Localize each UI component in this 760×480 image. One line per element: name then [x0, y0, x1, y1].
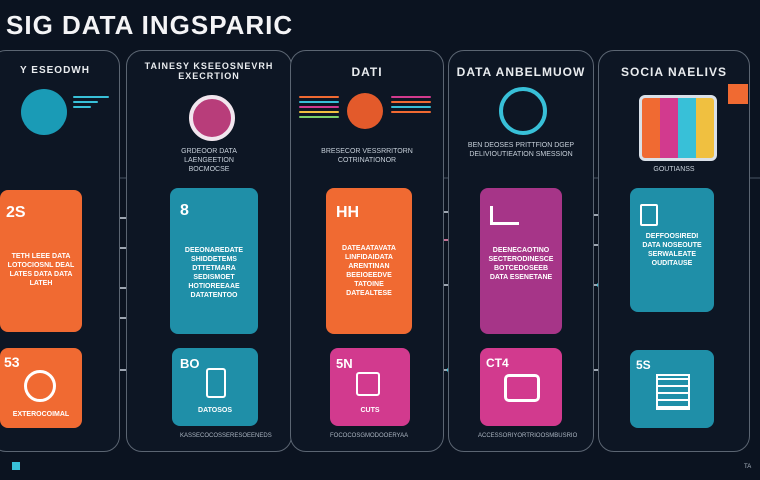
panel-title: DATA ANBELMUOW [456, 65, 586, 79]
panel-title: SOCIA NAELIVS [621, 65, 727, 79]
card-text: EXTEROCOIMAL [12, 411, 70, 418]
social-card-bottom[interactable]: 5S [630, 350, 714, 428]
gear-icon [24, 370, 56, 402]
execution-card-top[interactable]: 8 DEEONAREDATE SHIDDETEMS DTTETMARA SEDI… [170, 188, 258, 334]
page-icon [640, 204, 658, 226]
corner-icon [12, 462, 20, 470]
panel-note: GOUTIANSS [653, 166, 695, 173]
processor-icon [347, 93, 383, 129]
panel-title: Y ESEODWH [20, 65, 90, 76]
card-glyph: 5S [636, 358, 651, 372]
panel-note: GRDEOOR DATA LAENGEETION BOCMOCSE [181, 148, 237, 173]
card-glyph: 53 [4, 354, 20, 370]
footer-label: ACCESSORIYORTRIOOSMBUSRIO [478, 433, 578, 439]
table-icon [656, 374, 690, 410]
bars-icon [73, 93, 109, 111]
panel-title: DATI [351, 65, 383, 79]
camera-icon [504, 374, 540, 402]
data-card-bottom[interactable]: 5N CUTS [330, 348, 410, 426]
card-glyph: BO [180, 356, 200, 371]
sensor-icon [189, 95, 235, 141]
storage-icon [206, 368, 226, 398]
card-text: CUTS [360, 407, 380, 414]
card-glyph: 5N [336, 356, 353, 371]
panel-note: BEN DEOSES PRITTFION DGEP DELIVIOUTIEATI… [467, 142, 575, 158]
flag-icon [728, 84, 748, 104]
card-glyph: 2S [6, 204, 26, 221]
card-text: DATEAATAVATA LINFIDAIDATA ARENTINAN BEEI… [342, 245, 396, 297]
box-icon [356, 372, 380, 396]
card-glyph: HH [336, 204, 360, 221]
grid-dashboard-icon [639, 95, 717, 161]
card-text: DEEONAREDATE SHIDDETEMS DTTETMARA SEDISM… [184, 247, 244, 299]
analysis-card-bottom[interactable]: CT4 [480, 348, 562, 426]
card-text: TETH LEEE DATA LOTOCIOSNL DEAL LATES DAT… [7, 253, 75, 287]
card-text: DATOSOS [198, 407, 232, 414]
footer-label: FOCOCOSGMODOOERYAA [330, 433, 409, 439]
analytics-icon [499, 87, 547, 135]
footer-label: TA [744, 464, 752, 470]
card-glyph: 8 [180, 202, 189, 219]
footer-label: KASSECOCOSSERESOEENEDS [180, 433, 272, 439]
device-icon [21, 89, 67, 135]
source-card-bottom[interactable]: 53 EXTEROCOIMAL [0, 348, 82, 428]
card-text: DEFFOOSIREDI DATA NOSEOUTE SERWALEATE OU… [642, 233, 702, 267]
card-glyph: CT4 [486, 356, 509, 370]
bars-right [391, 93, 431, 116]
bars-left [299, 93, 339, 121]
page-title: SIG DATA INGSPARIC [6, 10, 294, 40]
chart-icon [490, 206, 519, 225]
data-card-top[interactable]: HH DATEAATAVATA LINFIDAIDATA ARENTINAN B… [326, 188, 412, 334]
source-card-top[interactable]: 2S TETH LEEE DATA LOTOCIOSNL DEAL LATES … [0, 190, 82, 332]
analysis-card-top[interactable]: DEENECAOTINO SECTERODINESCE BOTCEDOSEEB … [480, 188, 562, 334]
panel-note: BRESECOR VESSRRITORN COTRINATIONOR [321, 148, 413, 164]
social-card-top[interactable]: DEFFOOSIREDI DATA NOSEOUTE SERWALEATE OU… [630, 188, 714, 312]
execution-card-bottom[interactable]: BO DATOSOS [172, 348, 258, 426]
panel-title: TAINESY KSEEOSNEVRH EXECRTION [144, 61, 274, 81]
card-text: DEENECAOTINO SECTERODINESCE BOTCEDOSEEB … [488, 247, 554, 281]
